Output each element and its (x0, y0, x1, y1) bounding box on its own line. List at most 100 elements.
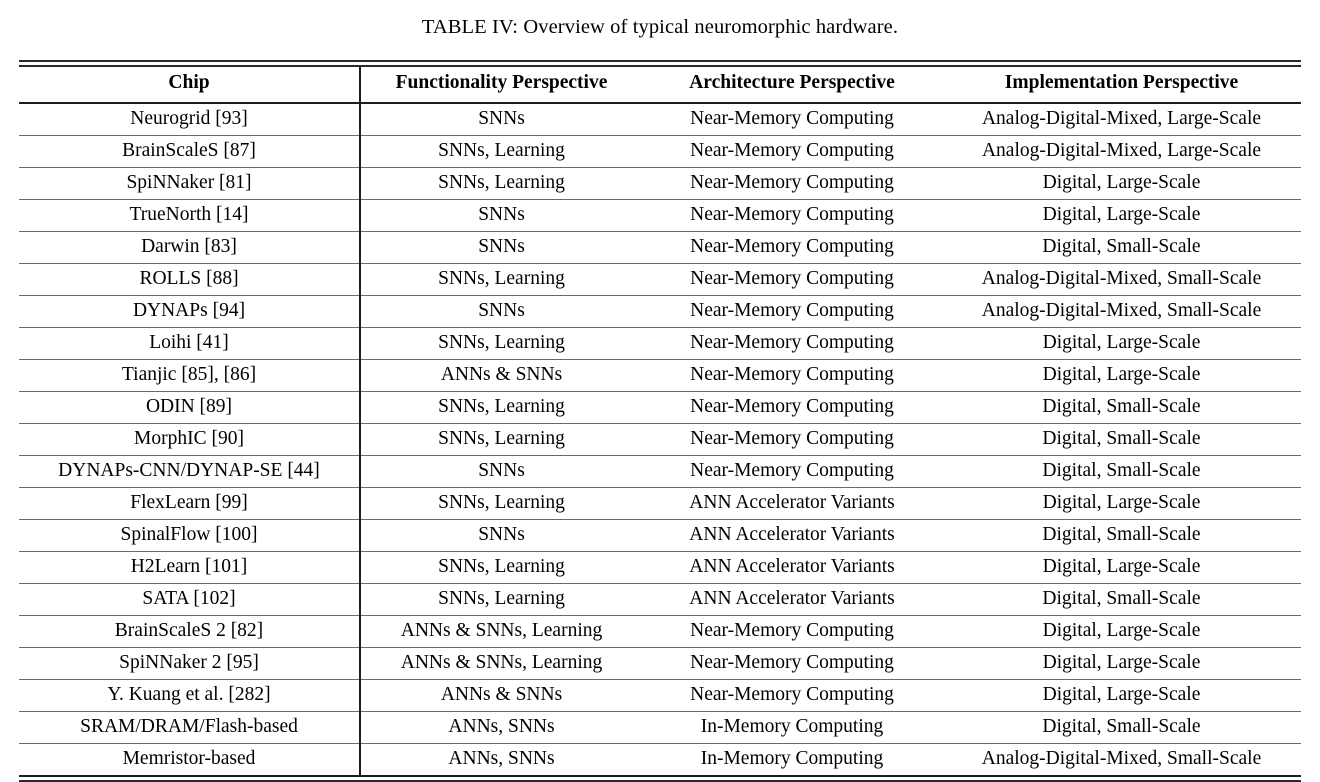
cell-functionality: SNNs, Learning (360, 583, 642, 616)
cell-chip: SpinalFlow [100] (19, 519, 361, 552)
cell-chip: ROLLS [88] (19, 263, 361, 296)
cell-chip: BrainScaleS [87] (19, 135, 361, 168)
cell-chip: BrainScaleS 2 [82] (19, 615, 361, 648)
table-container: Chip Functionality Perspective Architect… (19, 60, 1301, 782)
bottom-rule-line (19, 775, 1301, 782)
column-header-implementation: Implementation Perspective (942, 66, 1301, 104)
cell-chip: Tianjic [85], [86] (19, 359, 361, 392)
cell-architecture: Near-Memory Computing (642, 199, 942, 232)
cell-architecture: Near-Memory Computing (642, 135, 942, 168)
cell-architecture: Near-Memory Computing (642, 295, 942, 328)
cell-chip: Darwin [83] (19, 231, 361, 264)
cell-implementation: Digital, Large-Scale (942, 679, 1301, 712)
cell-implementation: Analog-Digital-Mixed, Large-Scale (942, 135, 1301, 168)
cell-implementation: Digital, Large-Scale (942, 167, 1301, 200)
document-page: TABLE IV: Overview of typical neuromorph… (19, 16, 1301, 782)
table-caption: TABLE IV: Overview of typical neuromorph… (421, 16, 899, 38)
top-rule-line (19, 60, 1301, 67)
cell-chip: DYNAPs-CNN/DYNAP-SE [44] (19, 455, 361, 488)
neuromorphic-hardware-table: Chip Functionality Perspective Architect… (19, 60, 1301, 782)
cell-architecture: In-Memory Computing (642, 743, 942, 777)
table-top-rule (19, 60, 1301, 67)
cell-chip: Loihi [41] (19, 327, 361, 360)
cell-architecture: Near-Memory Computing (642, 455, 942, 488)
cell-implementation: Digital, Small-Scale (942, 519, 1301, 552)
cell-functionality: SNNs (360, 103, 642, 136)
cell-functionality: ANNs & SNNs, Learning (360, 647, 642, 680)
cell-architecture: Near-Memory Computing (642, 423, 942, 456)
cell-functionality: ANNs, SNNs (360, 743, 642, 777)
cell-implementation: Digital, Large-Scale (942, 647, 1301, 680)
cell-implementation: Digital, Small-Scale (942, 231, 1301, 264)
cell-architecture: Near-Memory Computing (642, 359, 942, 392)
cell-chip: TrueNorth [14] (19, 199, 361, 232)
cell-chip: SATA [102] (19, 583, 361, 616)
cell-architecture: Near-Memory Computing (642, 391, 942, 424)
cell-functionality: SNNs, Learning (360, 423, 642, 456)
cell-functionality: SNNs, Learning (360, 391, 642, 424)
cell-chip: Memristor-based (19, 743, 361, 777)
cell-implementation: Digital, Small-Scale (942, 583, 1301, 616)
cell-chip: ODIN [89] (19, 391, 361, 424)
column-header-chip: Chip (19, 66, 361, 104)
cell-functionality: ANNs & SNNs, Learning (360, 615, 642, 648)
cell-architecture: ANN Accelerator Variants (642, 551, 942, 584)
cell-functionality: SNNs (360, 295, 642, 328)
cell-architecture: Near-Memory Computing (642, 327, 942, 360)
cell-functionality: SNNs (360, 199, 642, 232)
column-header-architecture: Architecture Perspective (642, 66, 942, 104)
cell-architecture: Near-Memory Computing (642, 231, 942, 264)
cell-chip: Neurogrid [93] (19, 103, 361, 136)
cell-implementation: Digital, Large-Scale (942, 199, 1301, 232)
cell-implementation: Digital, Small-Scale (942, 455, 1301, 488)
cell-functionality: SNNs, Learning (360, 167, 642, 200)
cell-functionality: SNNs, Learning (360, 487, 642, 520)
cell-architecture: Near-Memory Computing (642, 263, 942, 296)
cell-architecture: Near-Memory Computing (642, 647, 942, 680)
cell-implementation: Analog-Digital-Mixed, Small-Scale (942, 263, 1301, 296)
cell-chip: FlexLearn [99] (19, 487, 361, 520)
cell-chip: Y. Kuang et al. [282] (19, 679, 361, 712)
cell-architecture: Near-Memory Computing (642, 615, 942, 648)
cell-architecture: Near-Memory Computing (642, 679, 942, 712)
cell-functionality: SNNs, Learning (360, 327, 642, 360)
cell-functionality: SNNs, Learning (360, 551, 642, 584)
cell-functionality: ANNs, SNNs (360, 711, 642, 744)
cell-implementation: Digital, Large-Scale (942, 551, 1301, 584)
table-head: Chip Functionality Perspective Architect… (19, 60, 1301, 104)
cell-architecture: ANN Accelerator Variants (642, 487, 942, 520)
column-header-functionality: Functionality Perspective (360, 66, 642, 104)
cell-chip: H2Learn [101] (19, 551, 361, 584)
cell-functionality: ANNs & SNNs (360, 679, 642, 712)
table-foot (19, 775, 1301, 782)
cell-implementation: Digital, Small-Scale (942, 391, 1301, 424)
cell-functionality: SNNs (360, 231, 642, 264)
cell-architecture: Near-Memory Computing (642, 167, 942, 200)
cell-architecture: ANN Accelerator Variants (642, 583, 942, 616)
cell-functionality: SNNs, Learning (360, 135, 642, 168)
cell-architecture: ANN Accelerator Variants (642, 519, 942, 552)
cell-chip: MorphIC [90] (19, 423, 361, 456)
cell-implementation: Digital, Small-Scale (942, 711, 1301, 744)
cell-functionality: SNNs (360, 519, 642, 552)
cell-chip: SpiNNaker 2 [95] (19, 647, 361, 680)
cell-chip: SpiNNaker [81] (19, 167, 361, 200)
